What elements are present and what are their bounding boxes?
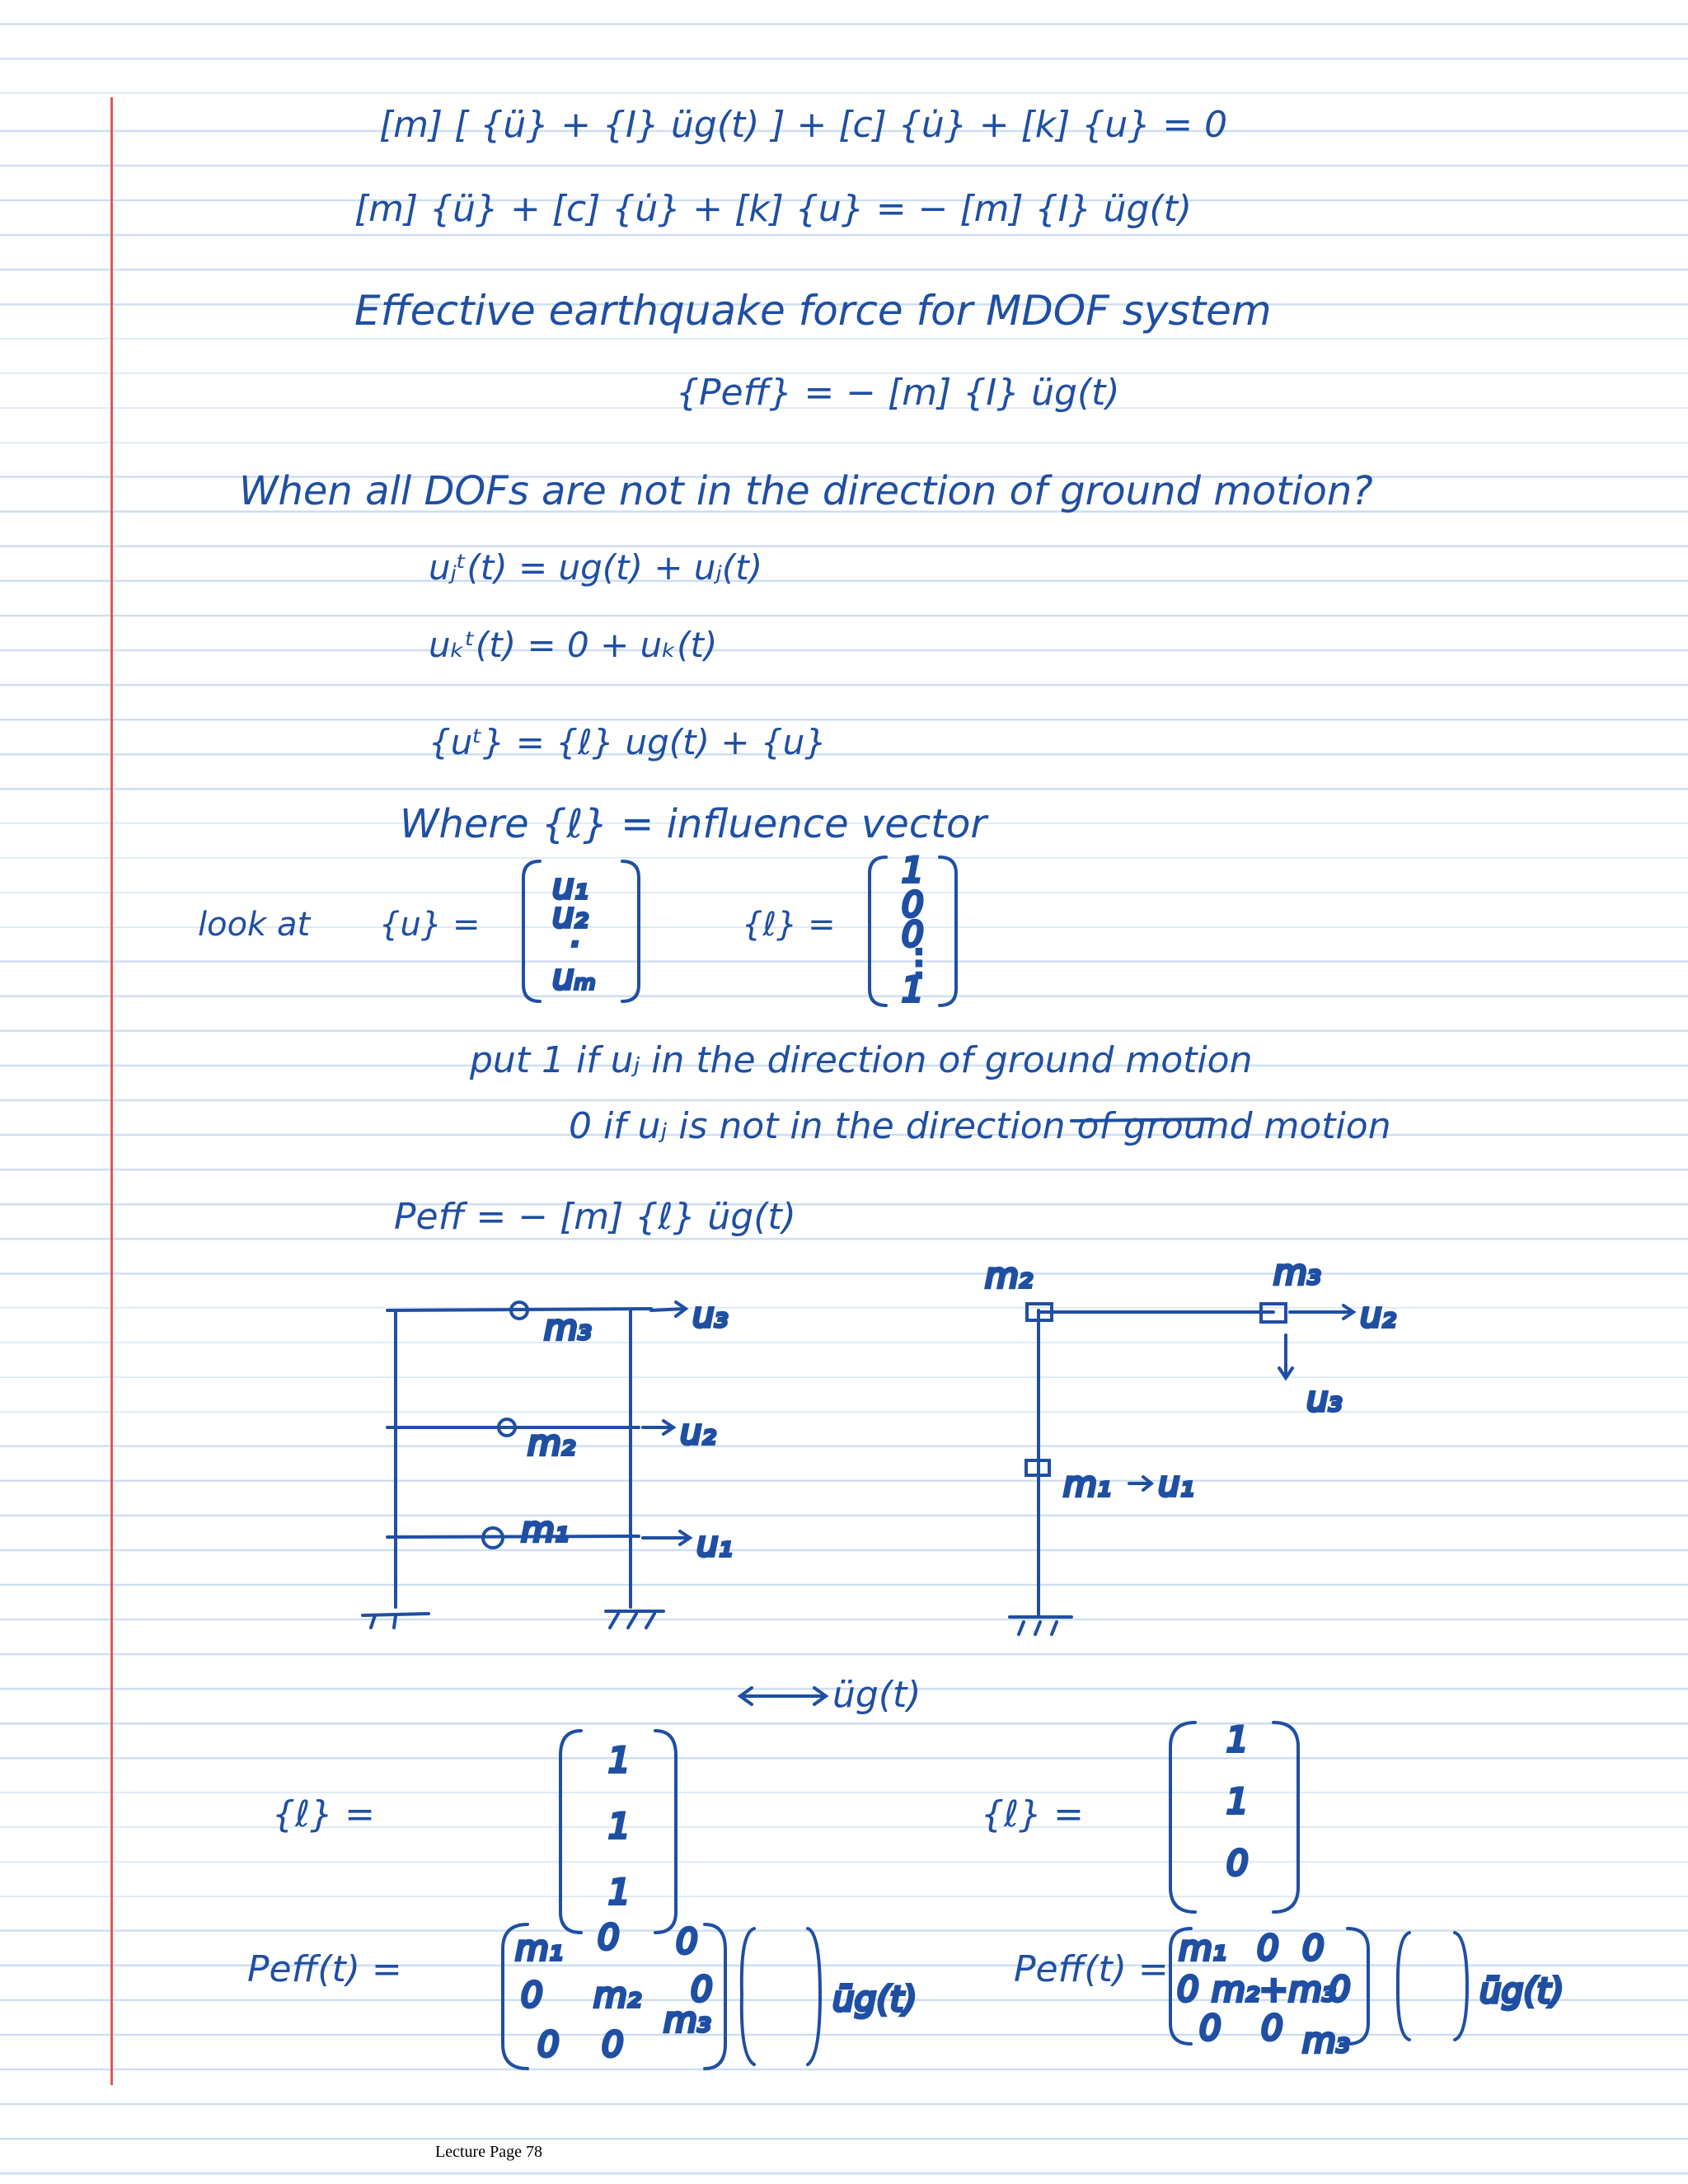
- l-frame-diagram: m₂ m₃ m₁ u₂ u₃ u₁: [983, 1250, 1398, 1636]
- effective-force-heading: Effective earthquake force for MDOF syst…: [354, 287, 1272, 335]
- u-vector-column: u₁ u₂ · uₘ: [522, 860, 640, 1003]
- l-vector-label: {ℓ} =: [742, 906, 836, 944]
- matrix-left-cell: 0: [676, 1921, 698, 1961]
- frame-dof-label: u₂: [680, 1412, 716, 1452]
- lframe-mass-label: m₂: [985, 1255, 1033, 1296]
- u-vector-label: {u} =: [379, 906, 481, 944]
- u-vector-entry: u₂: [552, 895, 588, 935]
- influence-right-entry: 0: [1226, 1843, 1249, 1883]
- matrix-left-tail: üg(t): [832, 1979, 917, 2019]
- influence-vector-left: 1 1 1: [559, 1729, 678, 1934]
- frame-mass-label: m₃: [544, 1307, 592, 1347]
- peff-right-label: Peff(t) =: [1014, 1948, 1169, 1990]
- peff-general-equation: Peff = − [m] {ℓ} üg(t): [394, 1196, 796, 1238]
- u-vector-entry: u₁: [552, 866, 588, 907]
- page-footer: Lecture Page 78: [435, 2143, 542, 2161]
- ground-acceleration-label: üg(t): [832, 1674, 921, 1716]
- margin-line: [110, 97, 113, 2085]
- influence-left-entry: 1: [608, 1872, 631, 1912]
- influence-left-entry: 1: [608, 1740, 631, 1780]
- matrix-right-cell: 0: [1329, 1969, 1351, 2009]
- matrix-left-cell: 0: [537, 2024, 560, 2064]
- influence-right-entry: 1: [1226, 1719, 1249, 1760]
- matrix-left-cell: m₂: [593, 1975, 641, 2015]
- l-vector-entry: 1: [902, 850, 924, 890]
- mass-matrix-right: m₁ 0 0 0 m₂+m₃ 0 0 0 m₃ üg(t): [1169, 1926, 1566, 2062]
- influence-vector-left-label: {ℓ} =: [272, 1793, 376, 1835]
- frame-mass-label: m₂: [528, 1422, 575, 1463]
- underline: [1070, 1118, 1213, 1122]
- total-displacement-vector: {uᵗ} = {ℓ} ug(t) + {u}: [429, 722, 827, 762]
- matrix-left-cell: 0: [521, 1975, 543, 2015]
- equation-rearranged: [m] {ü} + [c] {u̇} + [k] {u} = − [m] {I}…: [354, 188, 1193, 230]
- u-vector-entry: ·: [569, 924, 579, 964]
- l-vector-entry: ⋮: [902, 942, 936, 982]
- matrix-right-cell: m₂+m₃: [1212, 1969, 1336, 2009]
- influence-vector-right: 1 1 0: [1169, 1718, 1300, 1914]
- ground-motion-arrow: [737, 1686, 829, 1706]
- l-vector-entry: 1: [902, 969, 924, 1010]
- influence-vector-right-label: {ℓ} =: [981, 1793, 1085, 1835]
- mass-matrix-left: m₁ 0 0 0 m₂ 0 0 0 m₃ üg(t): [501, 1915, 919, 2070]
- matrix-right-tail: üg(t): [1479, 1971, 1564, 2011]
- lframe-mass-label: m₃: [1273, 1252, 1321, 1292]
- matrix-left-cell: m₁: [515, 1928, 563, 1968]
- matrix-right-cell: 0: [1177, 1969, 1199, 2009]
- matrix-right-cell: 0: [1261, 2008, 1283, 2048]
- effective-force-equation: {Peff} = − [m] {I} üg(t): [676, 372, 1120, 414]
- matrix-left-cell: 0: [598, 1917, 620, 1957]
- matrix-right-cell: m₁: [1179, 1928, 1226, 1968]
- influence-vector-definition: Where {ℓ} = influence vector: [400, 801, 987, 847]
- rule-put-zero: 0 if uⱼ is not in the direction of groun…: [569, 1105, 1391, 1147]
- l-vector-column: 1 0 0 ⋮ 1: [868, 848, 958, 1011]
- matrix-left-cell: m₃: [663, 1999, 711, 2040]
- matrix-right-cell: 0: [1199, 2008, 1221, 2048]
- u-vector-entry: uₘ: [552, 957, 596, 997]
- shear-frame-diagram: m₃ m₂ m₁ u₃ u₂ u₁: [361, 1293, 734, 1629]
- peff-left-label: Peff(t) =: [247, 1948, 402, 1990]
- l-vector-entry: 0: [902, 914, 924, 954]
- matrix-right-cell: 0: [1257, 1928, 1279, 1968]
- matrix-right-cell: m₃: [1302, 2020, 1350, 2060]
- matrix-left-cell: 0: [602, 2024, 624, 2064]
- lframe-dof-label: u₁: [1158, 1464, 1193, 1504]
- lframe-dof-label: u₂: [1360, 1295, 1396, 1335]
- influence-right-entry: 1: [1226, 1781, 1249, 1821]
- look-at-label: look at: [198, 906, 311, 944]
- total-displacement-j: uⱼᵗ(t) = ug(t) + uⱼ(t): [429, 547, 763, 588]
- matrix-left-cell: 0: [691, 1969, 713, 2009]
- total-displacement-k: uₖᵗ(t) = 0 + uₖ(t): [429, 625, 718, 665]
- question-line: When all DOFs are not in the direction o…: [239, 468, 1373, 514]
- equation-of-motion: [m] [ {ü} + {I} üg(t) ] + [c] {u̇} + [k]…: [379, 104, 1228, 146]
- l-vector-entry: 0: [902, 884, 924, 925]
- influence-left-entry: 1: [608, 1806, 631, 1846]
- lframe-mass-label: m₁: [1063, 1464, 1111, 1504]
- frame-dof-label: u₃: [692, 1295, 728, 1335]
- frame-dof-label: u₁: [696, 1524, 732, 1564]
- lframe-dof-label: u₃: [1306, 1379, 1342, 1419]
- frame-mass-label: m₁: [521, 1509, 569, 1549]
- matrix-right-cell: 0: [1302, 1928, 1325, 1968]
- rule-put-one: put 1 if uⱼ in the direction of ground m…: [470, 1039, 1253, 1081]
